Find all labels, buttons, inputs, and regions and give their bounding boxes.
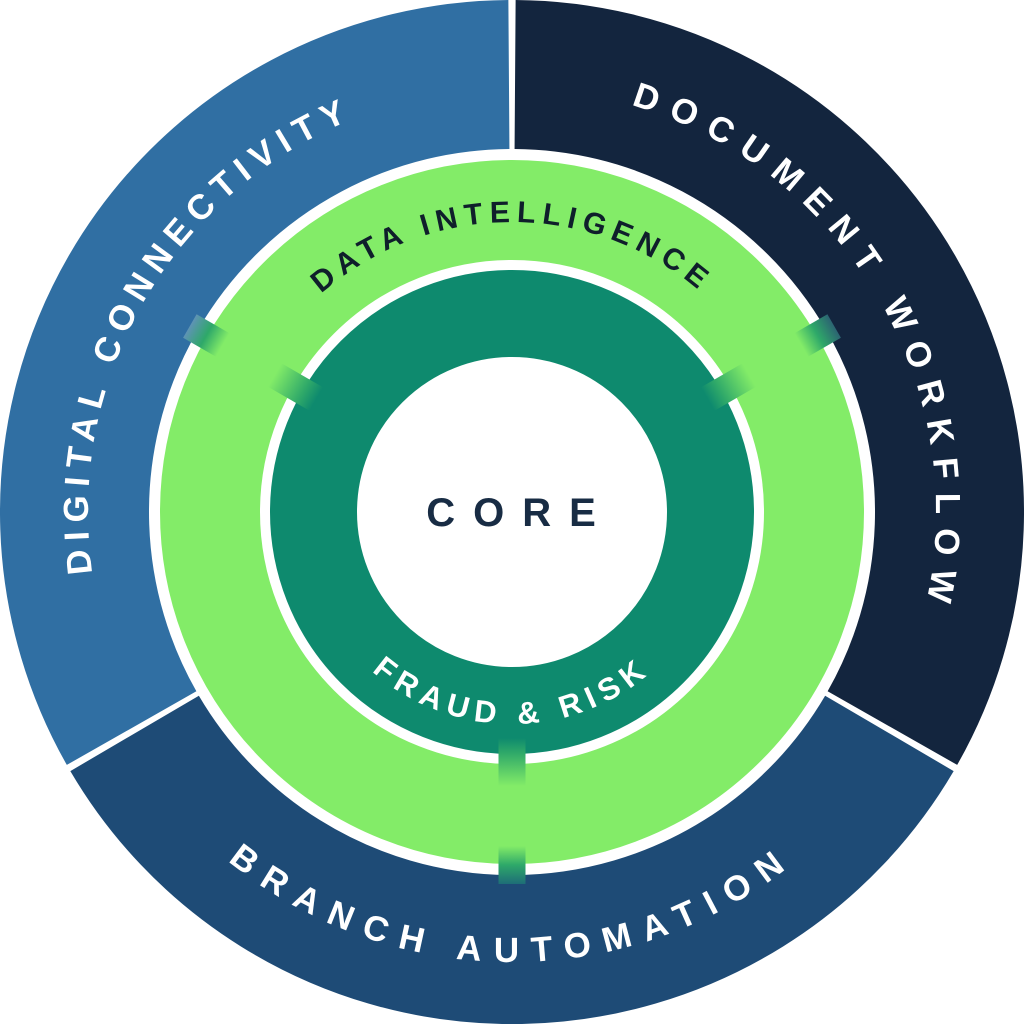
outer-segment-branch-automation <box>70 695 954 1024</box>
connector-outer-document <box>794 314 841 357</box>
outer-segment-digital-connectivity <box>0 0 511 765</box>
inner-ring-fraud-risk <box>270 270 754 754</box>
connector-inner-document <box>700 363 757 411</box>
outer-segment-document-workflow <box>513 0 1024 765</box>
connector-outer-branch <box>498 846 526 884</box>
core-label: CORE <box>426 491 614 535</box>
connector-inner-digital <box>267 363 324 411</box>
connector-outer-digital <box>183 314 230 357</box>
connector-digital-connectivity <box>183 314 324 411</box>
middle-ring-data-intelligence <box>160 160 864 864</box>
connector-document-workflow <box>700 314 841 411</box>
connector-inner-branch <box>498 738 526 786</box>
connector-branch-automation <box>498 738 526 884</box>
